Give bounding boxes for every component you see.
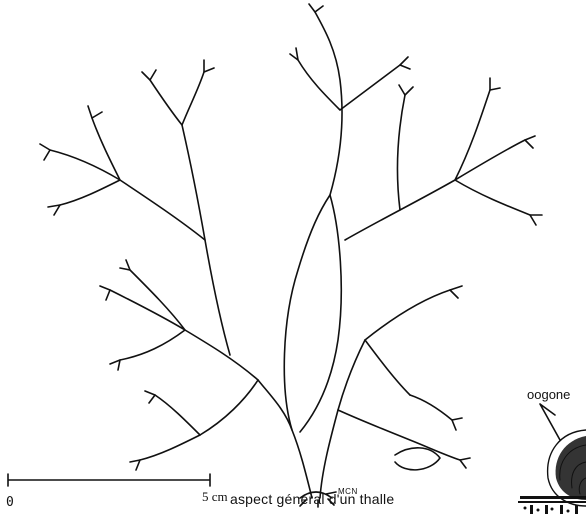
branch-left-fan	[50, 150, 205, 240]
oogone-pointer	[540, 404, 560, 440]
branch-right-mid	[345, 140, 525, 240]
branch-left-main	[110, 290, 258, 380]
branch-right-mid-2	[455, 90, 530, 215]
branch-left-low-3	[155, 395, 200, 435]
branch-left-low-2	[140, 380, 258, 460]
branch-right-main	[315, 12, 342, 195]
branch-right-low-lobe	[395, 448, 440, 470]
tips-right	[290, 4, 542, 468]
oogone-label: oogone	[527, 387, 570, 402]
figure-caption: aspect général d'un thalle	[230, 491, 394, 507]
scale-bar	[8, 474, 210, 486]
branch-right-low	[365, 290, 450, 395]
branch-right-mid-3	[398, 95, 405, 210]
oogone-cortex	[518, 496, 586, 514]
branch-left-low	[120, 270, 185, 360]
oogone-cell-fill	[556, 436, 586, 500]
branch-left-fan-2	[150, 72, 204, 125]
scale-start-label: 0	[6, 495, 14, 510]
branch-right-upper	[298, 60, 400, 110]
frond-central	[284, 195, 341, 432]
branch-right-low-3	[410, 395, 452, 420]
scale-end-label: 5 cm	[202, 489, 228, 505]
branch-left-fan-3	[60, 118, 120, 205]
tips-left	[40, 60, 214, 470]
branch-left-upper	[182, 125, 230, 355]
